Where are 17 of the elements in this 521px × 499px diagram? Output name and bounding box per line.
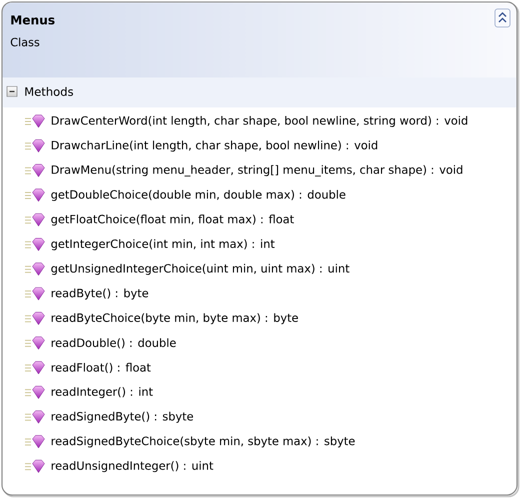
method-signature: getFloatChoice(float min, float max) : float bbox=[51, 214, 294, 226]
method-signature: getIntegerChoice(int min, int max) : int bbox=[51, 239, 275, 250]
compartment-header: Methods bbox=[2, 78, 516, 108]
class-name: Menus bbox=[11, 15, 54, 24]
method-signature: readSignedByte() : sbyte bbox=[52, 412, 193, 423]
method-signature: DrawcharLine(int length, char shape, bool newline) : void bbox=[52, 140, 378, 152]
method-signature: getUnsignedIntegerChoice(uint min, uint max) : uint bbox=[51, 264, 350, 275]
method-signature: readFloat() : float bbox=[52, 362, 151, 374]
method-signature: readDouble() : double bbox=[52, 338, 176, 348]
method-signature: readByteChoice(byte min, byte max) : byte bbox=[52, 313, 298, 324]
method-signature: readUnsignedInteger() : uint bbox=[52, 461, 214, 472]
method-signature: readByte() : byte bbox=[52, 288, 148, 300]
method-signature: readSignedByteChoice(sbyte min, sbyte max) : sbyte bbox=[52, 436, 355, 448]
method-signature: readInteger() : int bbox=[52, 387, 153, 398]
method-signature: getDoubleChoice(double min, double max) : double bbox=[51, 190, 346, 201]
class-kind: Class bbox=[10, 38, 40, 46]
method-signature: DrawMenu(string menu_header, string[] menu_items, char shape) : void bbox=[52, 165, 462, 176]
